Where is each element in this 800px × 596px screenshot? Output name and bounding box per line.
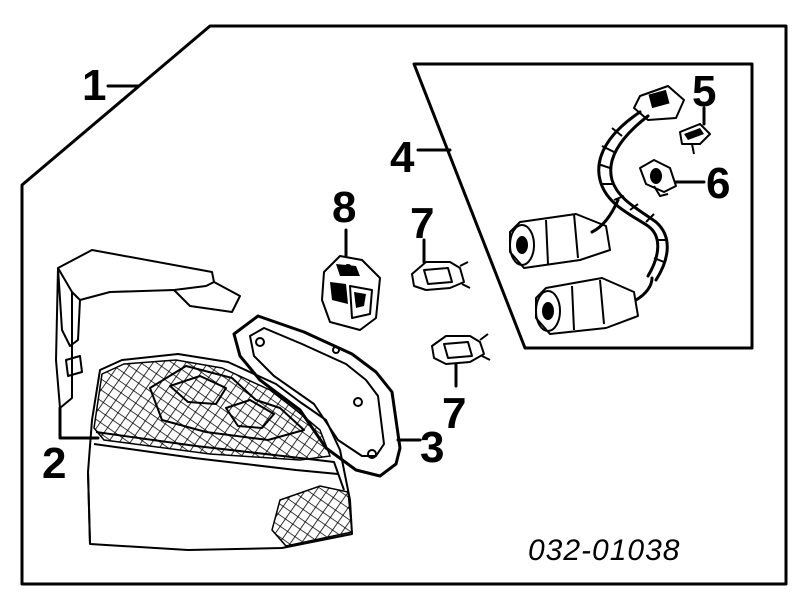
wire-harness bbox=[509, 85, 685, 335]
callout-4: 4 bbox=[390, 133, 415, 182]
callout-7-lower: 7 bbox=[442, 389, 466, 438]
harness-frame bbox=[412, 62, 754, 350]
part-number: 032-01038 bbox=[528, 534, 680, 567]
callout-8: 8 bbox=[332, 183, 356, 232]
wedge-bulb-lower bbox=[431, 333, 491, 365]
clip-part bbox=[679, 123, 711, 155]
socket-holder bbox=[321, 255, 381, 331]
callout-1: 1 bbox=[82, 61, 106, 110]
bulb-socket bbox=[639, 159, 677, 197]
callout-7-upper: 7 bbox=[410, 199, 434, 248]
callout-3: 3 bbox=[420, 423, 444, 472]
callout-6: 6 bbox=[706, 159, 730, 208]
taillight-housing bbox=[55, 249, 353, 551]
callout-2: 2 bbox=[42, 439, 66, 488]
assembly-frame bbox=[20, 24, 788, 586]
wedge-bulb-upper bbox=[411, 261, 471, 291]
gasket bbox=[232, 314, 402, 478]
callout-5: 5 bbox=[692, 67, 716, 116]
leader-2 bbox=[58, 406, 100, 440]
